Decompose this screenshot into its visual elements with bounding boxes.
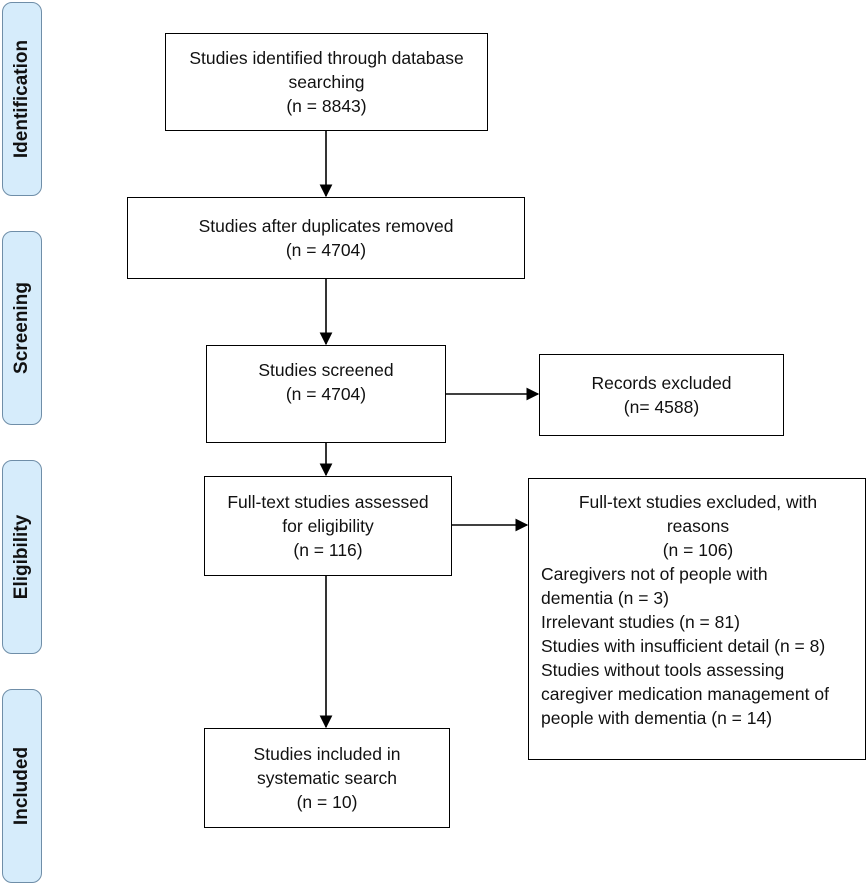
phase-included: Included (2, 689, 42, 883)
exclusion-reason: people with dementia (n = 14) (541, 708, 773, 728)
phase-screening: Screening (2, 231, 42, 425)
box-count: (n= 4588) (623, 397, 700, 417)
box-text: Studies screened (258, 360, 394, 380)
box-text: searching (288, 72, 365, 92)
box-count: (n = 4704) (285, 384, 367, 404)
box-text: Full-text studies assessed (227, 492, 429, 512)
box-count: (n = 116) (293, 540, 363, 560)
box-duplicates-removed: Studies after duplicates removed (n = 47… (127, 197, 525, 279)
excluded-header: Full-text studies excluded, with (578, 492, 818, 512)
box-studies-included: Studies included in systematic search (n… (204, 728, 450, 828)
excluded-header: reasons (666, 516, 730, 536)
box-studies-identified: Studies identified through database sear… (165, 33, 488, 131)
box-text: Studies identified through database (189, 48, 464, 68)
box-text: systematic search (256, 768, 398, 788)
phase-eligibility: Eligibility (2, 460, 42, 654)
exclusion-reason: Studies without tools assessing (541, 660, 785, 680)
box-fulltext-assessed: Full-text studies assessed for eligibili… (204, 476, 452, 576)
phase-identification: Identification (2, 2, 42, 196)
box-text: Records excluded (591, 373, 732, 393)
exclusion-reason: Irrelevant studies (n = 81) (541, 612, 740, 632)
box-studies-screened: Studies screened (n = 4704) (206, 345, 446, 443)
box-count: (n = 10) (296, 792, 358, 812)
box-text: for eligibility (282, 516, 374, 536)
exclusion-reason: caregiver medication management of (541, 684, 829, 704)
box-count: (n = 4704) (285, 240, 367, 260)
box-count: (n = 8843) (286, 96, 367, 116)
exclusion-reason: Studies with insufficient detail (n = 8) (541, 636, 826, 656)
box-records-excluded: Records excluded (n= 4588) (539, 354, 784, 436)
exclusion-reason: Caregivers not of people with (541, 564, 768, 584)
box-text: Studies included in (253, 744, 401, 764)
excluded-count: (n = 106) (662, 540, 734, 560)
exclusion-reason: dementia (n = 3) (541, 588, 669, 608)
box-text: Studies after duplicates removed (198, 216, 454, 236)
box-fulltext-excluded: Full-text studies excluded, with reasons… (528, 478, 866, 760)
